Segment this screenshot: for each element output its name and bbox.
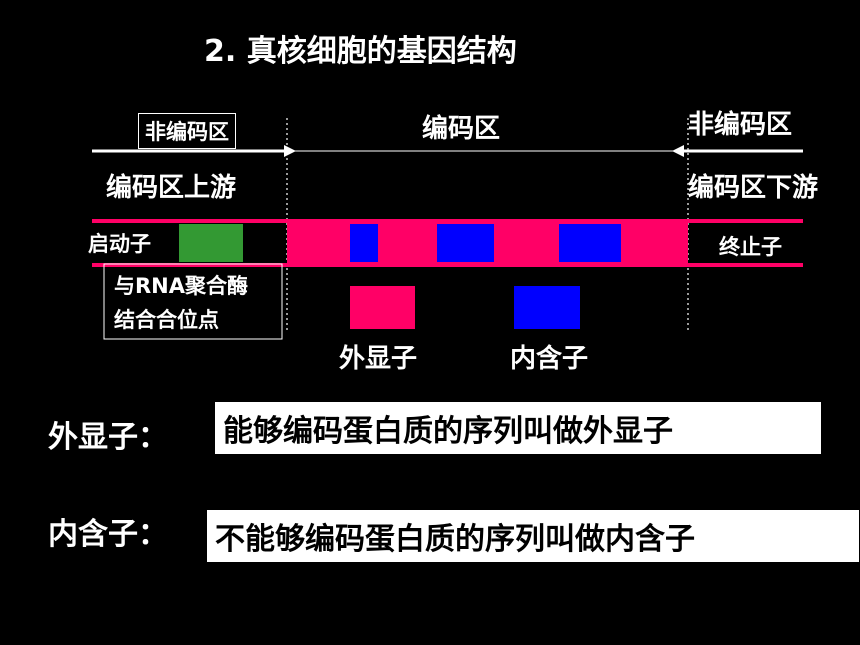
rna-pol-site-label-2: 结合合位点 <box>114 308 219 332</box>
intron-legend-swatch <box>514 286 580 329</box>
intron-definition: 不能够编码蛋白质的序列叫做内含子 <box>207 510 859 562</box>
intron-block-1 <box>350 224 378 262</box>
upstream-label: 编码区上游 <box>106 173 237 203</box>
intron-term: 内含子： <box>48 517 168 552</box>
slide-title: 2. 真核细胞的基因结构 <box>204 34 517 69</box>
noncoding-left-label: 非编码区 <box>138 113 236 149</box>
exon-legend-swatch <box>350 286 415 329</box>
promoter-label: 启动子 <box>88 232 151 256</box>
exon-definition: 能够编码蛋白质的序列叫做外显子 <box>215 402 821 454</box>
rna-pol-site-label-1: 与RNA聚合酶 <box>114 274 248 298</box>
intron-block-3 <box>559 224 621 262</box>
exon-legend-label: 外显子 <box>339 344 418 374</box>
downstream-arrow-head <box>672 145 684 157</box>
downstream-label: 编码区下游 <box>688 173 819 203</box>
terminator-label: 终止子 <box>719 235 782 259</box>
rna-pol-site-box <box>103 263 283 340</box>
noncoding-right-label: 非编码区 <box>688 110 793 140</box>
intron-legend-label: 内含子 <box>510 344 589 374</box>
intron-block-2 <box>437 224 494 262</box>
coding-region-label: 编码区 <box>422 114 501 144</box>
exon-term: 外显子： <box>48 420 168 455</box>
promoter-block <box>179 224 243 262</box>
